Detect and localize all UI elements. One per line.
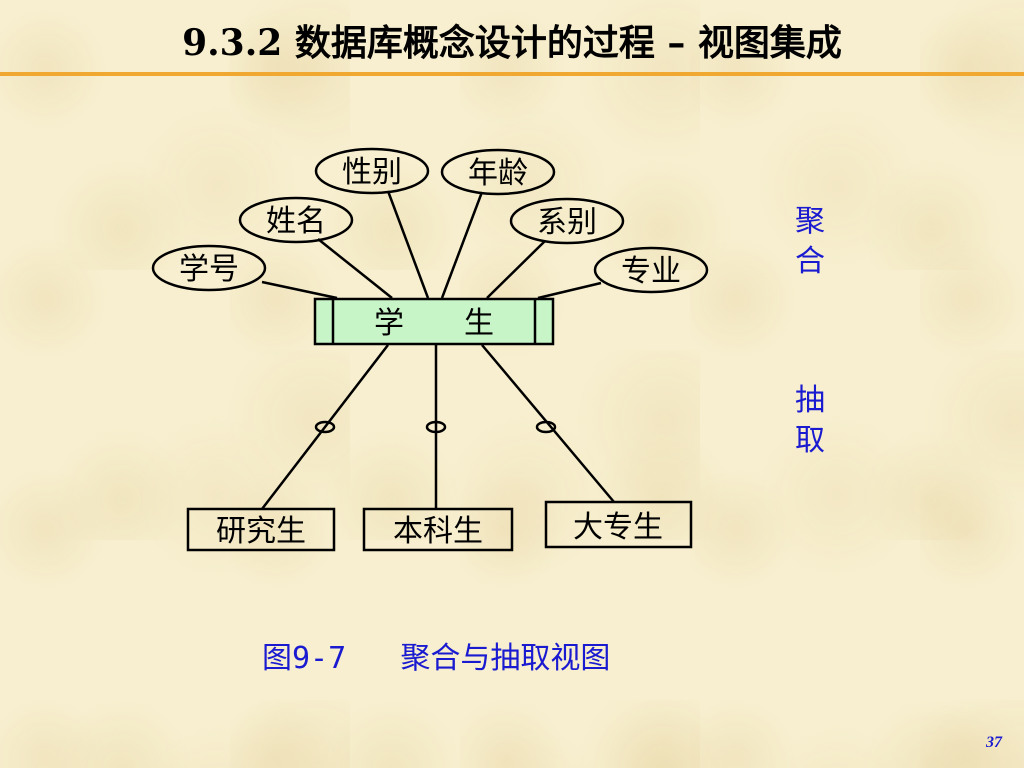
- attribute-label: 学号: [179, 252, 239, 287]
- entity-student: 学 生: [313, 297, 555, 346]
- title-divider: [0, 72, 1024, 76]
- subtype-connectors: [261, 344, 615, 510]
- subtype-label: 研究生: [216, 514, 306, 549]
- subtype-circle-dazhuansheng: [535, 420, 557, 434]
- attribute-label: 年龄: [468, 156, 528, 191]
- attribute-nodes: 学号 姓名 性别 年龄 系别 专业: [151, 147, 709, 294]
- attribute-xuehao: 学号: [151, 244, 267, 292]
- subtype-circle-yanjiusheng: [314, 420, 336, 434]
- subtype-circles: [314, 420, 557, 434]
- subtype-circle-benkesheng: [425, 420, 447, 434]
- connector-dazhuansheng: [481, 344, 615, 503]
- connector-xibie: [486, 240, 546, 299]
- subtype-yanjiusheng: 研究生: [186, 507, 336, 552]
- connector-zhuanye: [537, 281, 602, 300]
- attribute-label: 系别: [537, 205, 597, 240]
- abstraction-text: 抽 取: [795, 383, 825, 458]
- attribute-xibie: 系别: [509, 197, 625, 245]
- aggregation-text: 聚 合: [795, 204, 825, 279]
- page-number: 37: [986, 734, 1002, 751]
- subtype-dazhuansheng: 大专生: [544, 500, 693, 549]
- attribute-label: 专业: [621, 254, 681, 289]
- attribute-label: 性别: [342, 155, 402, 190]
- attribute-xingbie: 性别: [314, 147, 430, 195]
- figure-caption: 图9-7 聚合与抽取视图: [262, 641, 611, 676]
- attribute-zhuanye: 专业: [593, 246, 709, 294]
- attribute-xingming: 姓名: [238, 196, 354, 244]
- attribute-connectors: [261, 190, 602, 300]
- subtype-benkesheng: 本科生: [362, 507, 514, 552]
- subtype-label: 大专生: [573, 510, 663, 545]
- attribute-nianling: 年龄: [440, 148, 556, 196]
- connector-yanjiusheng: [261, 344, 389, 510]
- attribute-label: 姓名: [266, 204, 326, 239]
- page-title: 9.3.2 数据库概念设计的过程 – 视图集成: [182, 22, 842, 64]
- subtype-label: 本科生: [393, 514, 483, 549]
- connector-nianling: [440, 191, 484, 299]
- aggregation-label: 聚 合: [790, 202, 830, 282]
- abstraction-label: 抽 取: [790, 381, 830, 461]
- entity-label: 学 生: [374, 306, 494, 341]
- connector-xingbie: [386, 190, 430, 299]
- connector-xuehao: [261, 280, 338, 300]
- connector-xingming: [317, 238, 393, 299]
